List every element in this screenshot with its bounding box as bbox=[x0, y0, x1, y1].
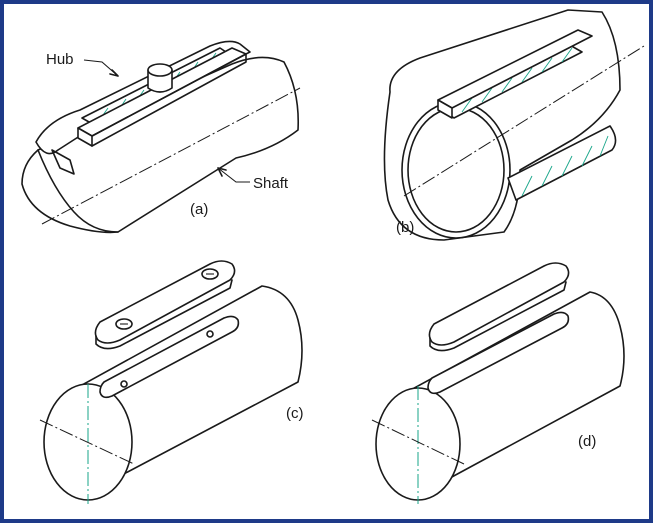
shaft-slot-c bbox=[99, 315, 240, 399]
caption-c: (c) bbox=[286, 405, 304, 422]
keyway-notch-a bbox=[51, 149, 75, 175]
key-drawings: Hub Shaft (a) (b bbox=[21, 9, 645, 504]
centerline-diag-c bbox=[39, 419, 135, 465]
hub-label: Hub bbox=[46, 51, 74, 68]
caption-d: (d) bbox=[578, 433, 596, 450]
caption-b: (b) bbox=[396, 219, 414, 236]
shaft-body-a bbox=[37, 56, 300, 233]
view-b-hub-keys: (b) bbox=[383, 9, 645, 241]
view-c-slotted-key: (c) bbox=[39, 260, 304, 504]
lower-key-section-b bbox=[507, 125, 617, 201]
centerline-b bbox=[403, 45, 645, 197]
hub-leader bbox=[83, 59, 119, 77]
view-d-plain-key: (d) bbox=[371, 262, 625, 504]
lower-hatching-b bbox=[521, 135, 609, 197]
shaft-label: Shaft bbox=[253, 175, 289, 192]
slot-hole-left-c bbox=[120, 380, 128, 388]
shaft-end-a bbox=[21, 149, 119, 234]
shaft-leader bbox=[217, 167, 250, 183]
shaft-arrowhead bbox=[217, 167, 227, 177]
centerline-diag-d bbox=[371, 419, 465, 465]
upper-key-end-b bbox=[437, 99, 453, 119]
hub-bore-b bbox=[401, 101, 511, 239]
view-a-shaft-hub-key: Hub Shaft (a) bbox=[21, 40, 301, 234]
caption-a: (a) bbox=[190, 201, 208, 218]
shaft-slot-d bbox=[427, 311, 570, 395]
centerline-a bbox=[41, 87, 301, 225]
slot-hole-right-c bbox=[206, 330, 214, 338]
hub-arrowhead bbox=[109, 69, 119, 77]
key-side-a bbox=[91, 53, 247, 147]
pin-top bbox=[147, 63, 173, 77]
upper-hatching-b bbox=[461, 47, 573, 113]
key-side-c bbox=[95, 279, 233, 350]
key-side-d bbox=[429, 281, 567, 352]
